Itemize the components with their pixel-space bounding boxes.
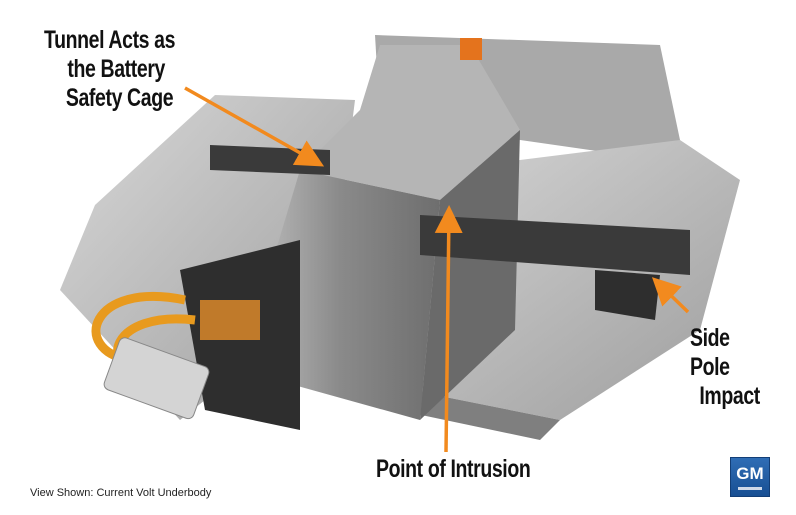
side-pole-label: Side Pole Impact	[690, 324, 773, 411]
side-pole-arrow	[651, 277, 690, 314]
gm-logo-text: GM	[736, 464, 764, 483]
tunnel-label-line1: Tunnel Acts as	[44, 26, 176, 54]
intrusion-arrow	[434, 205, 463, 453]
connector	[103, 337, 210, 420]
intrusion-label: Point of Intrusion	[376, 455, 531, 483]
side-pole-label-line1: Side Pole	[690, 324, 730, 381]
tunnel-label-line2: the Battery	[67, 55, 165, 83]
orange-fitting	[460, 38, 482, 60]
gm-logo: GM	[730, 457, 770, 497]
cross-member-right	[420, 215, 690, 275]
side-pole-label-line2: Impact	[699, 382, 760, 410]
tunnel-label-line3: Safety Cage	[65, 84, 174, 112]
tunnel-label: Tunnel Acts as the Battery Safety Cage	[44, 26, 175, 113]
caption: View Shown: Current Volt Underbody	[30, 487, 212, 499]
tunnel-top	[300, 45, 520, 200]
tunnel-arrow	[184, 86, 325, 167]
